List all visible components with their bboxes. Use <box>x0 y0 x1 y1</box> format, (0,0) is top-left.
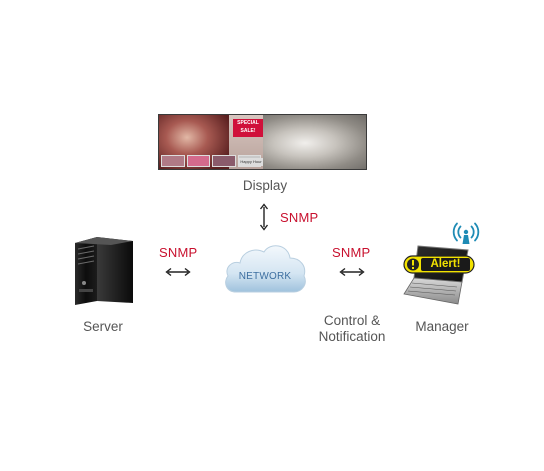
network-manager-arrow-icon <box>339 267 365 277</box>
display-panel-dancer <box>263 115 366 169</box>
display-screen-image: SPECIAL SALE! Happy Hour <box>158 114 367 170</box>
network-label: NETWORK <box>238 271 292 282</box>
server-tower-icon <box>75 237 133 305</box>
network-cloud-icon <box>225 245 306 293</box>
display-sale-line2: SALE! <box>240 128 256 134</box>
alert-text: Alert! <box>430 258 461 270</box>
wireless-signal-icon <box>452 222 480 244</box>
manager-laptop-icon <box>403 245 469 305</box>
control-label-line2: Notification <box>318 329 386 344</box>
manager-label: Manager <box>415 319 469 334</box>
display-sale-line1: SPECIAL <box>237 120 259 126</box>
display-caption: Happy Hour <box>239 158 263 166</box>
display-thumbnail <box>212 155 236 167</box>
display-thumbnail <box>186 155 210 167</box>
server-label: Server <box>83 319 123 334</box>
server-network-arrow-icon <box>165 267 191 277</box>
snmp-label-manager: SNMP <box>332 245 371 260</box>
snmp-label-server: SNMP <box>159 245 198 260</box>
control-label-line1: Control & <box>323 313 381 328</box>
alert-badge <box>403 255 475 274</box>
display-label: Display <box>242 178 288 193</box>
display-thumbnail <box>161 155 185 167</box>
display-network-arrow-icon <box>259 203 269 231</box>
display-sale-sign: SPECIAL SALE! <box>233 119 263 137</box>
snmp-label-display: SNMP <box>280 210 319 225</box>
control-notification-label: Control & Notification <box>303 313 401 345</box>
